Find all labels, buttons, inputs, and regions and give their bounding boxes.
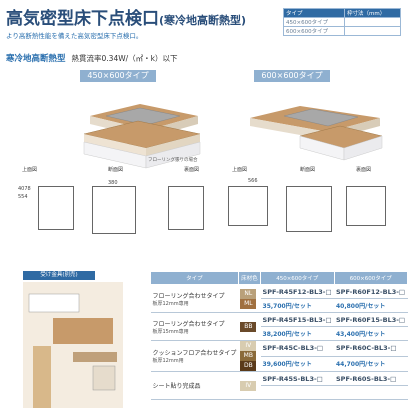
product-type: シート貼り完成品: [152, 383, 201, 390]
title-suffix: (寒冷地高断熱型): [159, 14, 247, 27]
model-600: SPF-R60S-BL3-□: [334, 371, 408, 386]
product-name: フローリング合わせタイプ板厚12mm専用: [150, 284, 239, 313]
product-name: シート貼り完成品: [150, 371, 239, 400]
table-row: [151, 385, 408, 400]
product-thickness: 板厚12mm専用: [152, 300, 189, 307]
color-swatches: IVMBDB: [238, 340, 261, 372]
hdr-cell: 600×600タイプ: [282, 26, 346, 36]
price-450: 35,700円/セット: [260, 298, 334, 313]
section-view-450: [92, 186, 136, 234]
color-swatches: BB: [238, 312, 261, 341]
product-type: フローリング合わせタイプ: [152, 292, 225, 300]
price-600: 44,700円/セット: [334, 356, 408, 372]
dimension: 380: [108, 180, 118, 186]
product-name: クッションフロア合わせタイプ板厚12mm用: [150, 340, 239, 372]
plan-label: 上面図: [22, 167, 38, 173]
model-600: SPF-R60C-BL3-□: [334, 340, 408, 357]
color-swatches: IV: [238, 371, 261, 400]
bracket-title: 受け金具(別売): [23, 271, 95, 280]
section-name: 寒冷地高断熱型: [6, 54, 66, 64]
title-main: 高気密型床下点検口: [6, 9, 159, 29]
product-image-450: [83, 104, 201, 169]
plan-label: 断面図: [300, 167, 316, 173]
hdr-cell: 450×600タイプ: [282, 17, 346, 27]
color-swatch: DB: [240, 361, 257, 371]
model-600: SPF-R60F15-BL3-□: [334, 312, 408, 327]
hdr-cell: [344, 17, 401, 27]
top-view-450: [38, 186, 74, 230]
model-600: SPF-R60F12-BL3-□: [334, 284, 408, 299]
back-view-450: [168, 186, 204, 230]
top-view-600: [228, 186, 268, 226]
col-header: タイプ: [150, 271, 239, 285]
price-450: [260, 385, 334, 400]
hdr-cell: タイプ: [282, 8, 346, 18]
color-swatches: NLML: [238, 284, 261, 313]
product-type: フローリング合わせタイプ: [152, 320, 225, 328]
color-swatch: IV: [240, 341, 257, 351]
section-title: 寒冷地高断熱型熱貫流率0.34W/（㎡・k）以下: [6, 52, 178, 64]
col-header: 床材色: [237, 271, 262, 285]
model-450: SPF-R45S-BL3-□: [260, 371, 334, 386]
plan-label: 断面図: [108, 167, 124, 173]
dimension: 554: [18, 194, 28, 200]
installation-photo: [23, 282, 123, 408]
dimension: 4078: [18, 186, 31, 192]
plan-label: 上面図: [232, 167, 248, 173]
hdr-cell: 枠寸法（mm）: [344, 8, 401, 18]
price-450: 38,200円/セット: [260, 326, 334, 341]
product-type: クッションフロア合わせタイプ: [152, 350, 237, 357]
color-swatch: BB: [240, 321, 257, 332]
product-name: フローリング合わせタイプ板厚15mm専用: [150, 312, 239, 341]
color-swatch: ML: [240, 298, 257, 309]
model-450: SPF-R45C-BL3-□: [260, 340, 334, 357]
col-header: 600×600タイプ: [333, 271, 408, 285]
price-600: 40,800円/セット: [334, 298, 408, 313]
section-view-600: [286, 186, 332, 232]
plan-label: 裏面図: [184, 167, 200, 173]
page-title: 高気密型床下点検口(寒冷地高断熱型): [6, 4, 246, 29]
section-note: 熱貫流率0.34W/（㎡・k）以下: [71, 54, 178, 63]
col-header: 450×600タイプ: [260, 271, 335, 285]
type-label-left: 450×600タイプ: [80, 70, 156, 82]
type-label-right: 600×600タイプ: [254, 70, 330, 82]
price-450: 39,600円/セット: [260, 356, 334, 372]
product-image-600: [250, 106, 383, 161]
color-swatch: NL: [240, 288, 257, 299]
product-thickness: 板厚15mm専用: [152, 328, 189, 335]
color-swatch: IV: [240, 380, 257, 391]
page-subtitle: より高断熱性能を備えた高気密型床下点検口。: [6, 32, 143, 40]
model-450: SPF-R45F12-BL3-□: [260, 284, 334, 299]
illustration-caption: フローリング張りの場合: [148, 158, 198, 163]
hdr-cell: [344, 26, 401, 36]
type-size-table: タイプ枠寸法（mm） 450×600タイプ 600×600タイプ: [282, 8, 401, 36]
dimension: 566: [248, 178, 258, 184]
color-swatch: MB: [240, 351, 257, 361]
price-600: [334, 385, 408, 400]
price-600: 43,400円/セット: [334, 326, 408, 341]
back-view-600: [346, 186, 386, 226]
product-thickness: 板厚12mm用: [152, 358, 184, 364]
plan-label: 裏面図: [356, 167, 372, 173]
spec-table: タイプ 床材色 450×600タイプ 600×600タイプ フローリング合わせタ…: [150, 271, 408, 400]
model-450: SPF-R45F15-BL3-□: [260, 312, 334, 327]
